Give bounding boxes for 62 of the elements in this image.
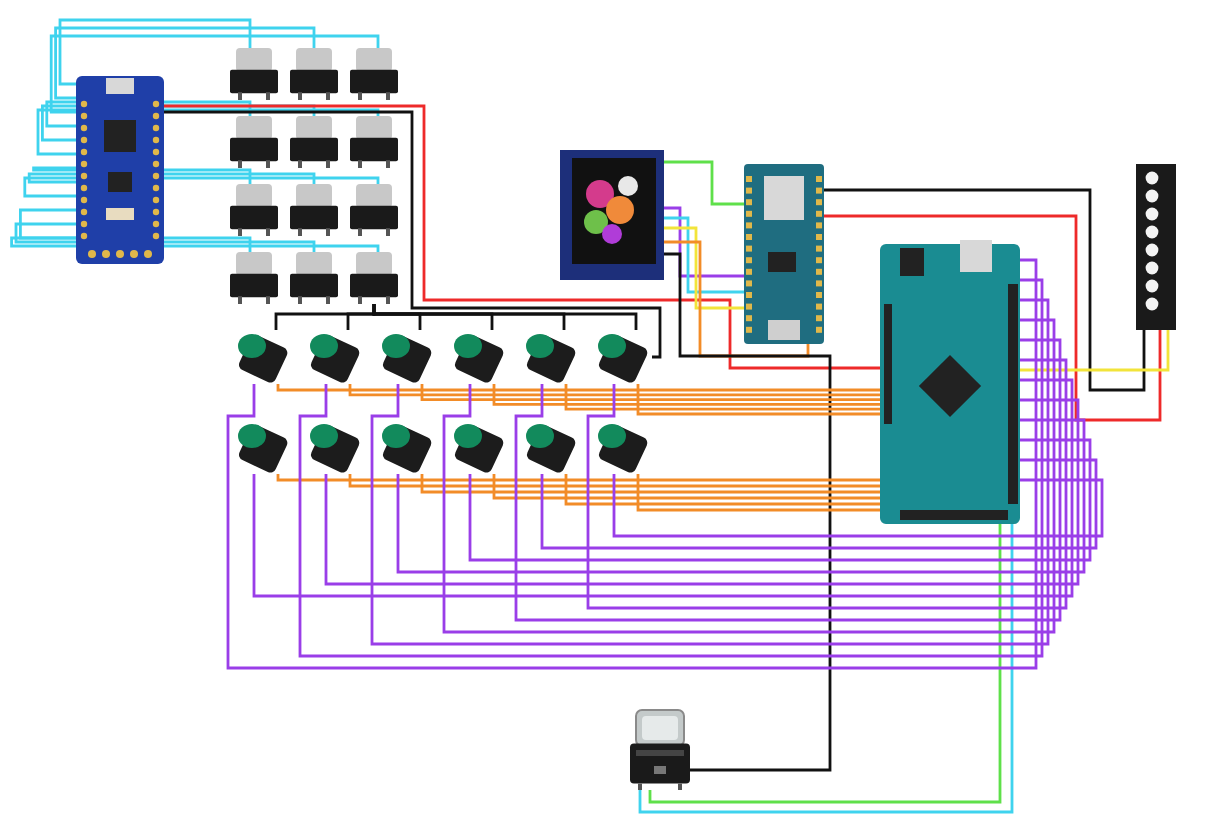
wire: [420, 474, 880, 494]
wire: [514, 338, 1062, 622]
wire: [348, 384, 880, 397]
wire: [540, 458, 1098, 550]
wire: [824, 188, 1146, 392]
wire: [664, 216, 744, 294]
wire: [298, 278, 1044, 658]
wire: [564, 384, 880, 411]
push-button-drawing: [630, 710, 690, 790]
wire: [348, 474, 880, 488]
wire: [370, 298, 1050, 646]
push-button-drawing: [230, 252, 278, 304]
push-button-drawing: [524, 420, 580, 474]
wire: [324, 398, 1080, 586]
wire: [586, 358, 1068, 610]
wire: [824, 214, 1162, 422]
push-button-drawing: [290, 116, 338, 168]
push-button-drawing: [596, 330, 652, 384]
wire: [164, 104, 880, 370]
wire: [664, 252, 832, 772]
push-button-drawing: [236, 420, 292, 474]
microcontroller-board-drawing: [880, 244, 1020, 524]
wire: [664, 226, 744, 310]
wire: [612, 474, 1104, 538]
push-button-drawing: [290, 184, 338, 236]
wire: [276, 473, 880, 482]
push-button-drawing: [230, 48, 278, 100]
wire: [276, 383, 880, 392]
push-button-drawing: [452, 420, 508, 474]
wire: [492, 384, 880, 406]
push-button-drawing: [380, 420, 436, 474]
push-button-drawing: [230, 116, 278, 168]
wire: [664, 160, 744, 206]
led-strip-drawing: [1136, 164, 1176, 330]
push-button-drawing: [290, 48, 338, 100]
wire: [420, 384, 880, 401]
wire: [58, 18, 252, 86]
push-button-drawing: [230, 184, 278, 236]
push-button-drawing: [350, 116, 398, 168]
push-button-drawing: [350, 48, 398, 100]
wire: [226, 258, 1038, 670]
wire: [372, 304, 638, 330]
wire: [54, 26, 316, 100]
wire: [564, 474, 880, 506]
wire: [442, 318, 1056, 634]
microcontroller-board-drawing: [76, 76, 164, 264]
push-button-drawing: [596, 420, 652, 474]
wire: [252, 378, 1074, 598]
push-button-drawing: [350, 184, 398, 236]
wire: [1020, 330, 1170, 372]
wire: [164, 110, 662, 359]
wire: [396, 418, 1086, 574]
wire: [636, 474, 880, 512]
microcontroller-board-drawing: [744, 164, 824, 344]
push-button-drawing: [308, 420, 364, 474]
wire: [636, 384, 880, 416]
push-button-drawing: [290, 252, 338, 304]
display-module-drawing: [560, 150, 664, 280]
push-button-drawing: [350, 252, 398, 304]
wire: [492, 474, 880, 500]
wire: [49, 34, 380, 114]
wire: [468, 438, 1092, 562]
